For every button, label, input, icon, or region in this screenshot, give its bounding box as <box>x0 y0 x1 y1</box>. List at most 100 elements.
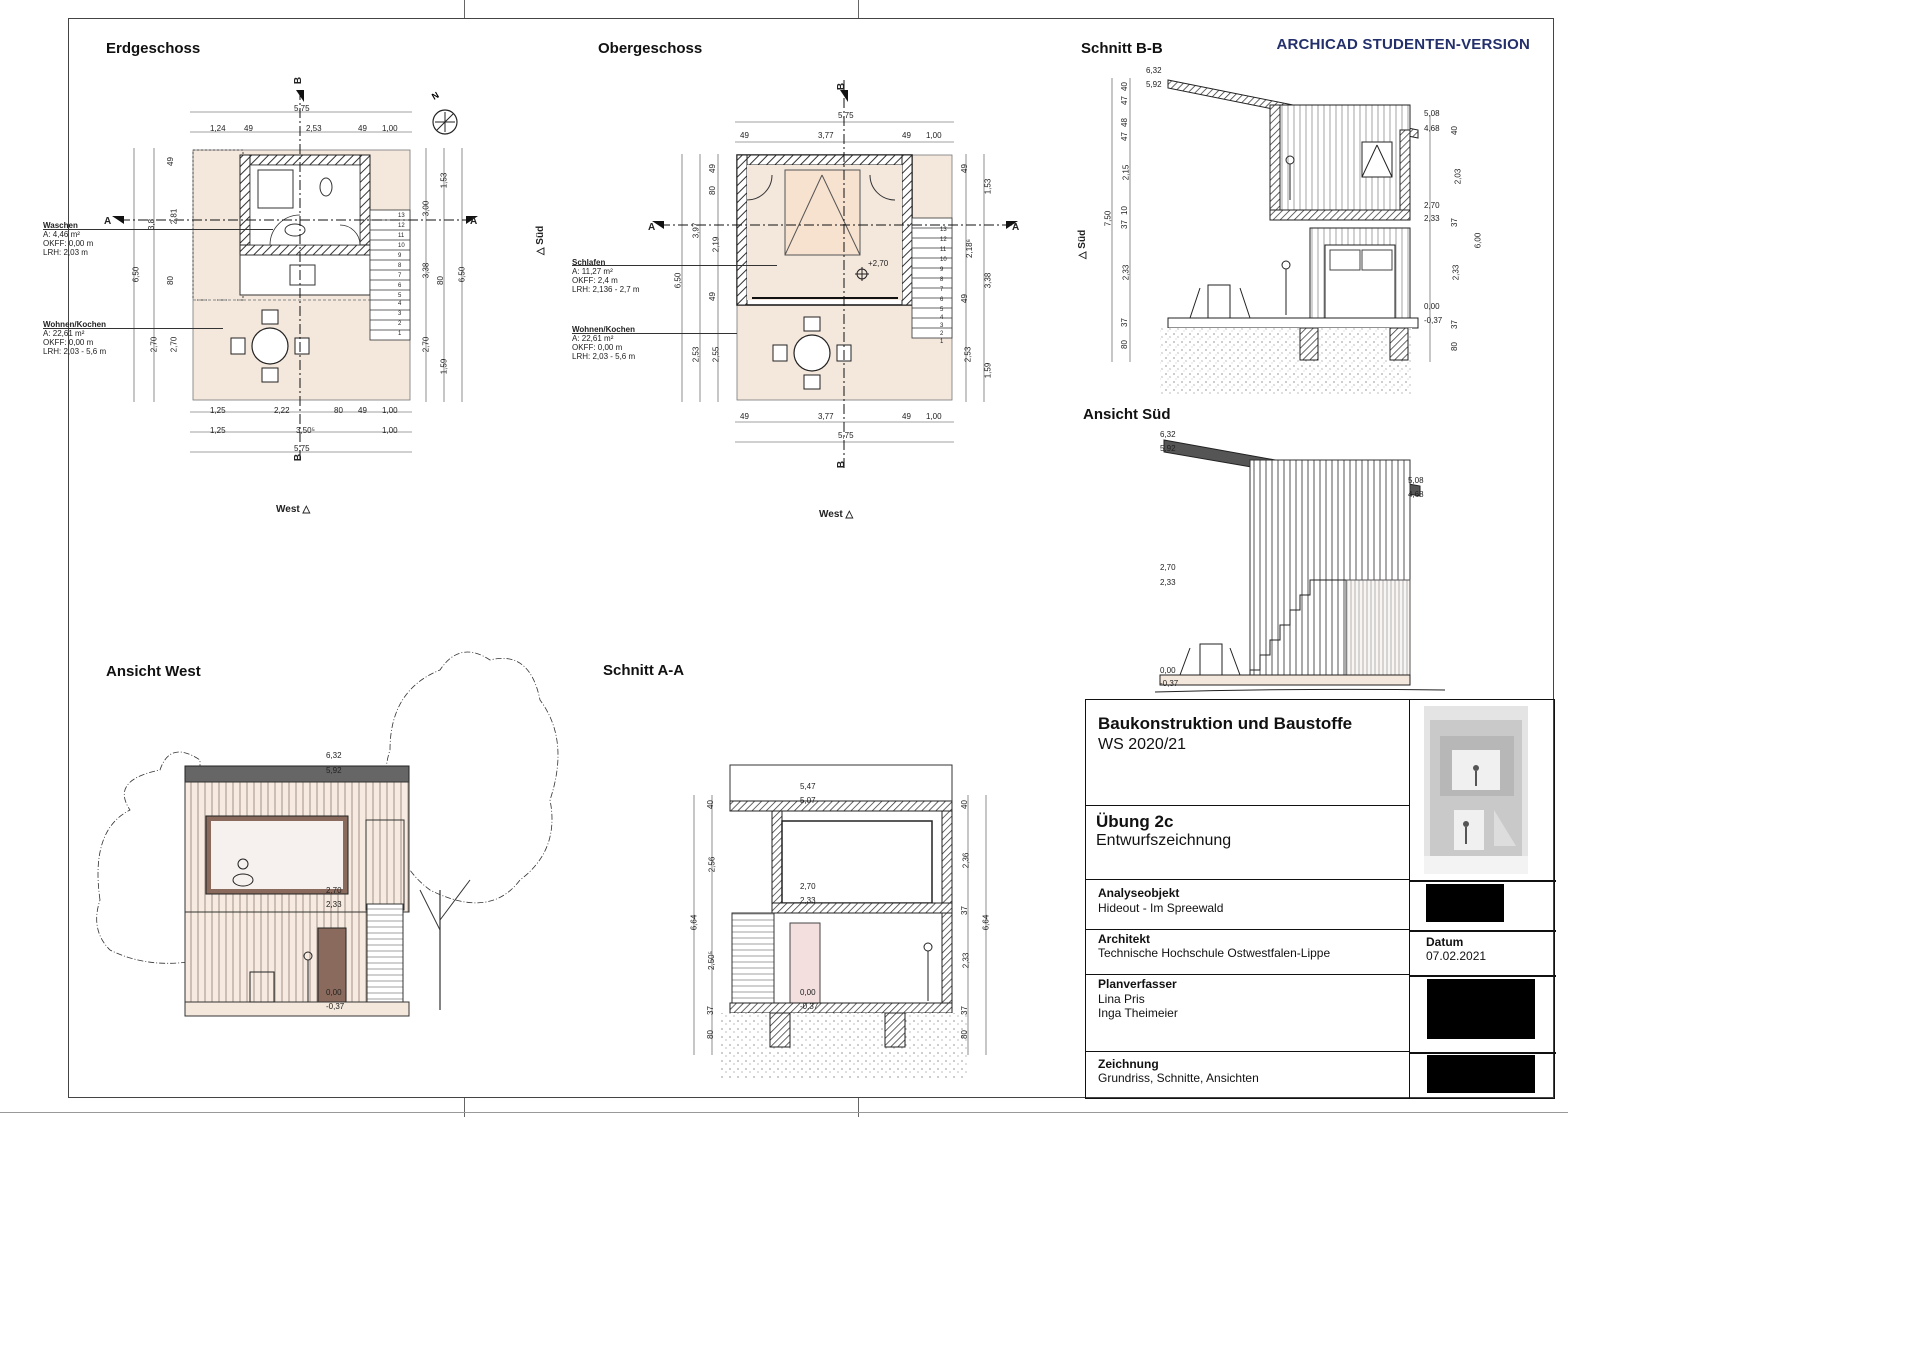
eg-room-wohnen-lrh: LRH: 2,03 - 5,6 m <box>43 347 107 356</box>
eg-dim-left-total: 6,50 <box>131 266 141 283</box>
title-block: Baukonstruktion und Baustoffe WS 2020/21… <box>1085 699 1556 1099</box>
sued-level-4: 4,68 <box>1408 490 1424 499</box>
schnitt-bb-drawing <box>1111 78 1431 394</box>
aa-dim-right-6: 37 <box>959 1006 969 1015</box>
fold-mark-top-left <box>464 0 465 18</box>
og-dim-left-2: 80 <box>707 186 717 195</box>
tb-planverfasser-cell: Planverfasser Lina Pris Inga Theimeier <box>1086 975 1410 1052</box>
og-stair-step-1: 1 <box>940 339 944 345</box>
eg-section-marker-b-top: B <box>293 76 305 85</box>
aa-dim-right-5: 2,33 <box>961 952 971 969</box>
eg-room-waschen-name: Waschen <box>43 221 78 230</box>
eg-stair-step-5: 5 <box>398 293 402 299</box>
og-dim-bottom-total: 5,75 <box>838 431 854 440</box>
eg-room-waschen: Waschen A: 4,46 m² OKFF: 0,00 m LRH: 2,0… <box>43 221 93 257</box>
og-dim-right-2: 1,53 <box>983 178 993 195</box>
eg-stair-step-12: 12 <box>398 223 405 229</box>
eg-dim-bottom1-5: 1,00 <box>382 406 398 415</box>
bb-side-label: △ Süd <box>1077 229 1089 260</box>
sued-level-6: 2,33 <box>1160 578 1176 587</box>
og-stair-step-4: 4 <box>940 315 944 321</box>
eg-dim-left-4: 2,70 <box>149 336 159 353</box>
bb-dim-left-6: 37 <box>1119 220 1129 229</box>
og-dim-left-3: 3,97 <box>691 222 701 239</box>
og-dim-bottom-2: 3,77 <box>818 412 834 421</box>
west-level-5: 0,00 <box>326 988 342 997</box>
eg-stair-step-4: 4 <box>398 301 402 307</box>
og-label-leader-1 <box>572 265 777 266</box>
og-stair-step-7: 7 <box>940 287 944 293</box>
og-room-schlafen-lrh: LRH: 2,136 - 2,7 m <box>572 285 640 294</box>
og-room-wohnen: Wohnen/Kochen A: 22,61 m² OKFF: 0,00 m L… <box>572 325 635 361</box>
og-stair-step-5: 5 <box>940 307 944 313</box>
tb-zeichnung-cell: Zeichnung Grundriss, Schnitte, Ansichten <box>1086 1052 1410 1098</box>
sued-level-8: -0,37 <box>1160 679 1179 688</box>
bb-level-right-5: 0,00 <box>1424 302 1440 311</box>
og-dim-left-total: 6,50 <box>673 272 683 289</box>
eg-room-wohnen-name: Wohnen/Kochen <box>43 320 106 329</box>
tb-zeichnung-value: Grundriss, Schnitte, Ansichten <box>1098 1071 1259 1085</box>
bb-level-right-6: -0,37 <box>1424 316 1443 325</box>
schnitt-aa-drawing <box>693 764 987 1079</box>
aa-level-6: -0,37 <box>800 1002 819 1011</box>
bb-dim-left-11: 80 <box>1119 340 1129 349</box>
sued-level-2: 5,92 <box>1160 444 1176 453</box>
aa-dim-left-2: 2,56 <box>707 856 717 873</box>
bb-dim-left-9: 2,33 <box>1121 264 1131 281</box>
eg-stair-step-9: 9 <box>398 253 402 259</box>
og-dim-top-3: 49 <box>902 131 911 140</box>
og-room-schlafen-name: Schlafen <box>572 258 606 267</box>
schnitt-bb-title: Schnitt B-B <box>1081 40 1163 57</box>
tb-architekt-value: Technische Hochschule Ostwestfalen-Lippe <box>1098 946 1331 960</box>
og-dim-right-3: 2,18⁶ <box>964 239 974 258</box>
eg-dim-top-5: 1,00 <box>382 124 398 133</box>
bb-dim-right-1: 40 <box>1449 126 1459 135</box>
aa-level-3: 2,70 <box>800 882 816 891</box>
bb-dim-left-1: 47 <box>1119 96 1129 105</box>
og-dim-left-1: 49 <box>707 164 717 173</box>
eg-dim-left-1: 49 <box>165 157 175 166</box>
eg-dim-right-3: 3,38 <box>421 262 431 279</box>
bb-level-left-1: 6,32 <box>1146 66 1162 75</box>
bb-dim-right-6: 37 <box>1449 320 1459 329</box>
sheet-bottom-edge <box>0 1112 1568 1113</box>
eg-dim-bottom-total: 5,75 <box>294 444 310 453</box>
tb-course-cell: Baukonstruktion und Baustoffe WS 2020/21 <box>1086 700 1410 806</box>
tb-planverfasser-label: Planverfasser <box>1098 977 1177 991</box>
tb-exercise-cell: Übung 2c Entwurfszeichnung <box>1086 806 1410 880</box>
aa-dim-right-1: 40 <box>959 800 969 809</box>
eg-room-wohnen-okff: OKFF: 0,00 m <box>43 338 94 347</box>
bb-dim-left-5: 2,15 <box>1121 164 1131 181</box>
bb-level-left-2: 5,92 <box>1146 80 1162 89</box>
eg-room-waschen-lrh: LRH: 2,03 m <box>43 248 88 257</box>
eg-stair-step-3: 3 <box>398 311 402 317</box>
og-section-marker-b-top: B <box>836 82 848 91</box>
tb-analyse-cell: Analyseobjekt Hideout - Im Spreewald <box>1086 880 1410 930</box>
obergeschoss-plan <box>652 80 1020 470</box>
redaction-box-2 <box>1427 979 1535 1039</box>
og-dim-right-4: 49 <box>959 294 969 303</box>
eg-stair-step-2: 2 <box>398 321 402 327</box>
eg-section-marker-a-right: A <box>470 216 478 227</box>
eg-dim-right-6: 1,59 <box>439 358 449 375</box>
bb-dim-left-10: 37 <box>1119 318 1129 327</box>
aa-level-5: 0,00 <box>800 988 816 997</box>
aa-dim-left-3: 6,64 <box>689 914 699 931</box>
tree-right-icon <box>385 651 559 904</box>
og-dim-top-2: 3,77 <box>818 131 834 140</box>
bb-level-right-4: 2,33 <box>1424 214 1440 223</box>
bb-dim-left-7: 10 <box>1119 206 1129 215</box>
og-dim-right-5: 3,38 <box>983 272 993 289</box>
bb-level-right-3: 2,70 <box>1424 201 1440 210</box>
og-dim-bottom-3: 49 <box>902 412 911 421</box>
ansicht-west-title: Ansicht West <box>106 663 201 680</box>
eg-room-wohnen-area: A: 22,61 m² <box>43 329 85 338</box>
west-level-6: -0,37 <box>326 1002 345 1011</box>
bb-dim-left-2: 40 <box>1119 82 1129 91</box>
og-dim-left-4: 2,19 <box>711 236 721 253</box>
eg-dim-bottom2-3: 1,00 <box>382 426 398 435</box>
bb-dim-right-3: 37 <box>1449 218 1459 227</box>
eg-stair-step-6: 6 <box>398 283 402 289</box>
eg-dim-top-total: 5,75 <box>294 104 310 113</box>
eg-section-marker-a-left: A <box>104 216 112 227</box>
